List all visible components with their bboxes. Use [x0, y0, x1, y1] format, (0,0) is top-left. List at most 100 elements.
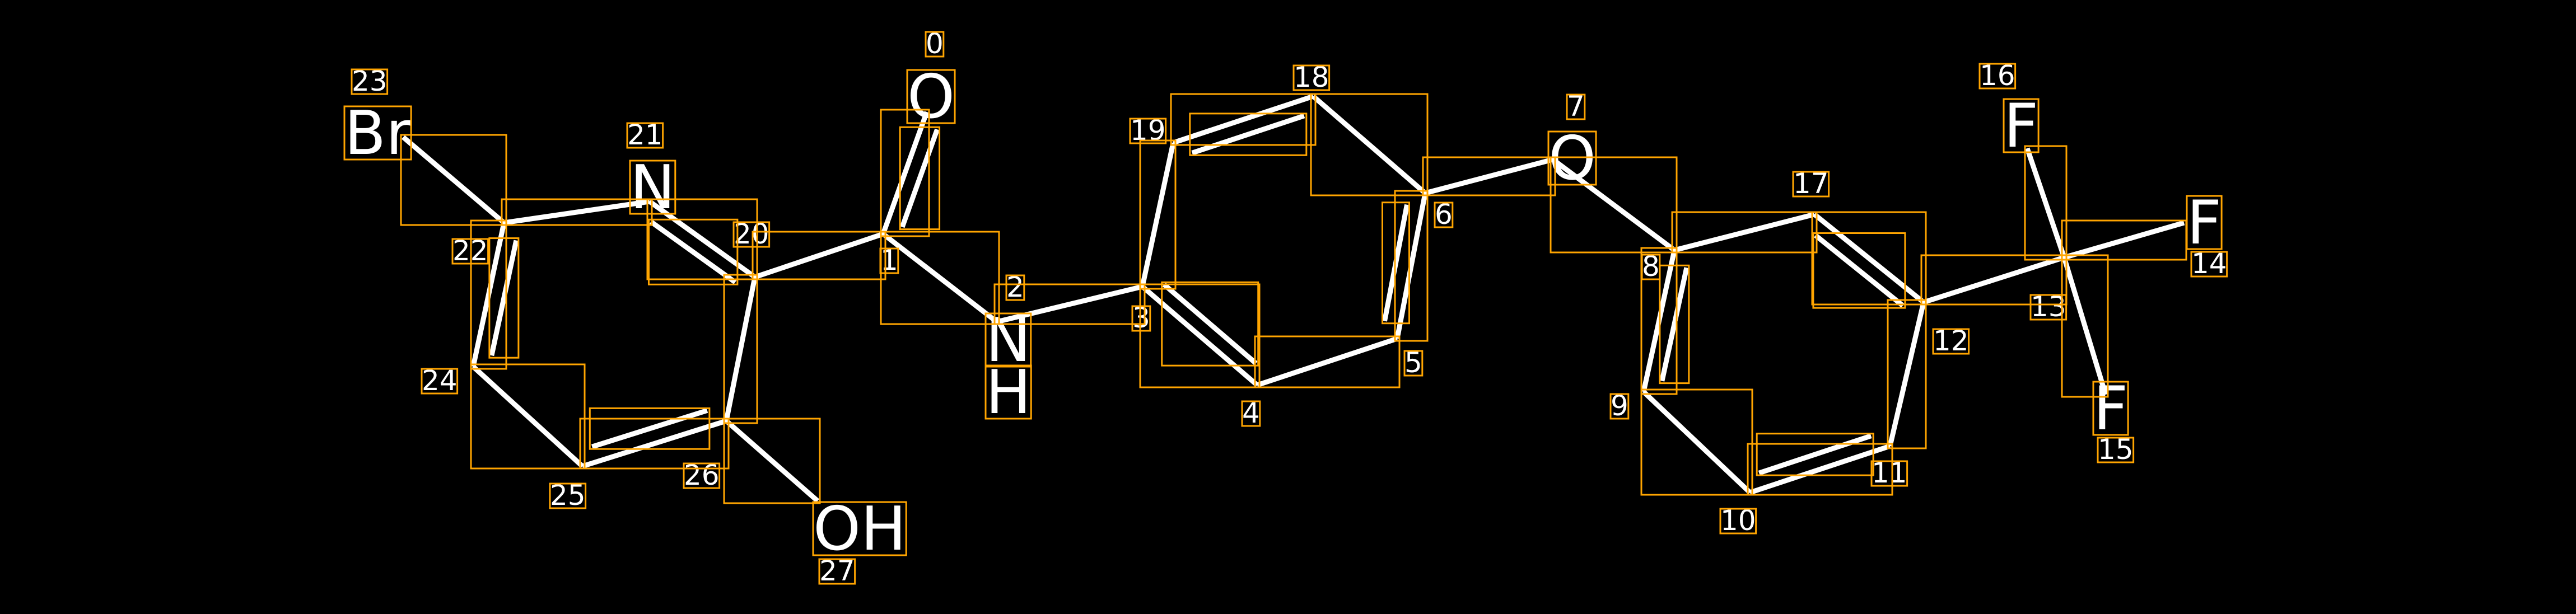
atom-index-25: 25 — [550, 479, 586, 512]
atom-index-box-0 — [925, 31, 945, 58]
bond-box-11-10 — [1747, 443, 1893, 496]
atom-index-15: 15 — [2098, 433, 2134, 466]
atom-layer: O01NH23456O78910111213F14F15F1617181920N… — [344, 27, 2227, 587]
atom-index-14: 14 — [2191, 247, 2227, 280]
bond-box-19-3 — [1139, 139, 1177, 290]
bond-inner-box-22-24 — [488, 237, 520, 359]
atom-index-6: 6 — [1435, 198, 1453, 231]
atom-index-18: 18 — [1294, 61, 1329, 93]
bond-23-22 — [402, 135, 506, 225]
atom-index-box-19 — [1129, 118, 1167, 144]
bond-inner-11-10 — [1758, 433, 1872, 476]
bond-4-5 — [1256, 336, 1398, 388]
bond-inner-box-18-19 — [1189, 113, 1308, 156]
atom-index-21: 21 — [627, 119, 663, 151]
bond-box-8-17 — [1671, 211, 1818, 254]
atom-index-13: 13 — [2031, 290, 2066, 323]
bond-box-25-26 — [579, 418, 730, 470]
bond-inner-18-19 — [1191, 113, 1305, 156]
bond-box-1-0 — [880, 109, 930, 237]
bond-19-3 — [1140, 142, 1176, 287]
bond-13-14 — [2063, 220, 2185, 260]
bond-inner-box-21-20 — [647, 218, 739, 285]
bond-inner-5-6 — [1382, 204, 1410, 322]
bond-box-12-11 — [1887, 299, 1927, 449]
bond-24-25 — [471, 364, 585, 468]
bond-box-22-24 — [470, 219, 507, 370]
atom-label-16: F — [2004, 91, 2038, 161]
atom-index-23: 23 — [352, 65, 388, 97]
atom-index-26: 26 — [684, 459, 720, 491]
atom-index-box-6 — [1434, 201, 1454, 228]
bond-inner-box-11-10 — [1756, 433, 1874, 476]
atom-index-0: 0 — [926, 27, 944, 60]
atom-label-box-14 — [2186, 195, 2223, 250]
bond-box-17-12 — [1811, 211, 1927, 306]
bond-box-23-22 — [400, 134, 507, 226]
atom-index-box-18 — [1292, 64, 1331, 91]
bond-box-1-2 — [880, 231, 1000, 325]
bond-25-26 — [581, 418, 727, 469]
bond-layer — [402, 93, 2185, 503]
bond-8-17 — [1673, 212, 1816, 253]
atom-label-0: O — [907, 62, 955, 132]
atom-index-box-9 — [1609, 393, 1630, 420]
bond-box-6-7 — [1422, 156, 1556, 196]
atom-label-box-21 — [629, 160, 676, 215]
bond-13-15 — [2061, 256, 2108, 396]
atom-index-box-11 — [1870, 460, 1908, 487]
bond-13-16 — [2024, 147, 2067, 259]
bond-box-4-5 — [1254, 335, 1401, 388]
atom-label-box-15 — [2092, 381, 2129, 436]
bond-inner-21-20 — [649, 219, 737, 284]
atom-index-box-22 — [451, 238, 489, 265]
atom-index-16: 16 — [1980, 59, 2015, 92]
atom-index-4: 4 — [1242, 397, 1260, 429]
atom-index-box-27 — [818, 558, 856, 585]
atom-label-2: N — [986, 306, 1031, 376]
bond-box-24-25 — [470, 363, 586, 470]
bond-12-11 — [1887, 301, 1926, 447]
atom-index-box-5 — [1403, 350, 1424, 377]
bond-inner-17-12 — [1814, 233, 1905, 308]
bond-18-19 — [1172, 93, 1314, 146]
bond-17-12 — [1813, 212, 1925, 304]
bond-inner-1-0 — [899, 128, 940, 228]
bond-box-21-20 — [646, 198, 758, 280]
bond-inner-9-8 — [1659, 267, 1690, 382]
atom-label-box-16 — [2003, 98, 2040, 153]
bond-inner-3-4 — [1162, 282, 1258, 365]
bond-box-13-15 — [2061, 254, 2109, 398]
atom-index-box-2 — [1005, 274, 1025, 301]
atom-index-box-17 — [1792, 171, 1830, 198]
bond-box-7-8 — [1550, 156, 1678, 254]
atom-index-box-14 — [2190, 251, 2228, 278]
bond-box-18-19 — [1170, 93, 1317, 146]
atom-index-box-10 — [1719, 508, 1757, 535]
bond-1-2 — [881, 232, 998, 324]
atom-index-box-3 — [1131, 305, 1151, 332]
atom-index-27: 27 — [819, 555, 855, 587]
bond-box-20-1 — [752, 231, 886, 280]
bond-inner-box-3-4 — [1161, 281, 1259, 367]
atom-index-2: 2 — [1006, 271, 1024, 303]
atom-index-box-7 — [1566, 93, 1586, 120]
atom-label-box-2 — [984, 312, 1032, 368]
bond-inner-box-9-8 — [1659, 264, 1690, 385]
atom-label-27: OH — [813, 494, 906, 564]
bond-22-21 — [503, 199, 650, 226]
atom-label-7: O — [1548, 124, 1596, 194]
bond-box-26-20 — [723, 274, 758, 424]
bond-6-7 — [1424, 157, 1554, 196]
atom-index-1: 1 — [880, 244, 898, 276]
atom-index-3: 3 — [1132, 302, 1150, 334]
atom-index-17: 17 — [1793, 167, 1829, 200]
bond-11-10 — [1749, 443, 1891, 495]
atom-index-7: 7 — [1567, 90, 1585, 123]
atom-label-23: Br — [344, 99, 411, 168]
atom-label-14: F — [2187, 188, 2222, 258]
bond-inner-box-1-0 — [899, 126, 941, 231]
bond-2-3 — [996, 284, 1144, 325]
bond-box-2-3 — [993, 283, 1146, 325]
